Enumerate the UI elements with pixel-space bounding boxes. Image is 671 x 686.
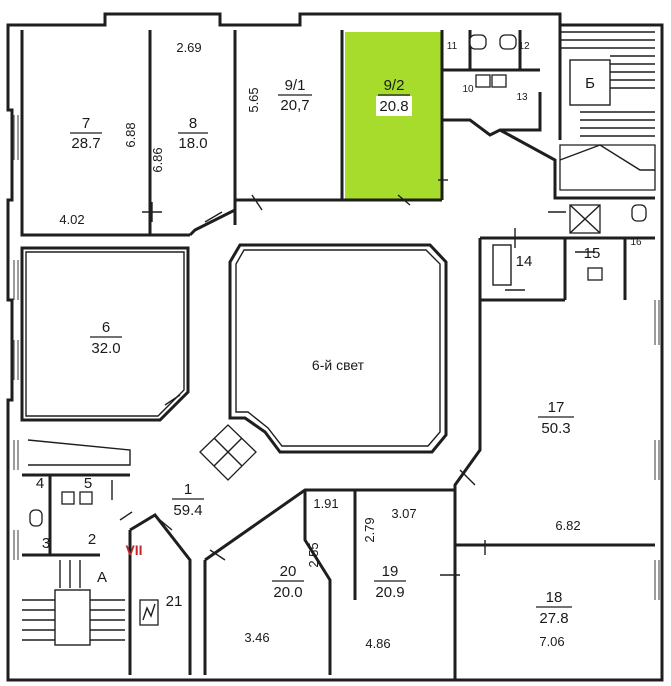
room-19-area: 20.9 [375, 584, 404, 601]
dim-2-79: 2.79 [362, 517, 377, 542]
room-9-2-area: 20.8 [379, 98, 408, 115]
room-1-number: 1 [184, 481, 192, 498]
room-12-label: 12 [518, 41, 530, 52]
walls-bottom-left [22, 473, 130, 557]
walls-bottom [128, 488, 455, 675]
room-6-number: 6 [102, 319, 110, 336]
stair-b-label: Б [585, 75, 595, 92]
atrium-wall [228, 243, 448, 454]
room-4-label: 4 [36, 475, 44, 492]
room-16-label: 16 [630, 237, 642, 248]
room-14-label: 14 [516, 253, 533, 270]
dim-2-55: 2.55 [306, 542, 321, 567]
dim-2-69: 2.69 [176, 40, 201, 55]
walls-top-rooms [20, 25, 655, 237]
room-17-number: 17 [548, 399, 565, 416]
dim-5-65: 5.65 [246, 87, 261, 112]
door-marks [111, 179, 595, 576]
dim-1-91: 1.91 [313, 496, 338, 511]
room-15-label: 15 [584, 245, 601, 262]
room-19-number: 19 [382, 563, 399, 580]
dim-4-86: 4.86 [365, 636, 390, 651]
room-20-number: 20 [280, 563, 297, 580]
room-5-label: 5 [84, 475, 92, 492]
room-6-area: 32.0 [91, 340, 120, 357]
room-8-number: 8 [189, 115, 197, 132]
corridor-elevator [199, 424, 257, 481]
room-17-area: 50.3 [541, 420, 570, 437]
wc-fixtures [29, 34, 647, 527]
room-8-area: 18.0 [178, 135, 207, 152]
room-1-area: 59.4 [173, 502, 202, 519]
windows-right [654, 300, 660, 600]
elevator-box [569, 204, 601, 234]
stair-b [559, 31, 656, 191]
dim-6-82: 6.82 [555, 518, 580, 533]
room-18-number: 18 [546, 589, 563, 606]
section-vii-label: VII [125, 542, 142, 558]
room-10-label: 10 [462, 84, 474, 95]
room-21-label: 21 [166, 593, 183, 610]
room-7-area: 28.7 [71, 135, 100, 152]
room-14-fixture [492, 244, 512, 286]
room-7-number: 7 [82, 115, 90, 132]
windows-left [13, 115, 19, 560]
room-labels: 7 28.7 8 18.0 9/1 20,7 9/2 20.8 6 32.0 1… [70, 77, 574, 627]
dim-4-02: 4.02 [59, 212, 84, 227]
dim-6-88: 6.88 [123, 122, 138, 147]
stair-a-label: А [97, 569, 107, 586]
dim-3-07: 3.07 [391, 506, 416, 521]
outer-wall [6, 12, 664, 682]
room-9-2-number: 9/2 [384, 77, 405, 94]
small-room-labels: 11 12 10 13 14 15 16 4 5 3 2 21 [36, 41, 642, 610]
room-20-area: 20.0 [273, 584, 302, 601]
dim-7-06: 7.06 [539, 634, 564, 649]
stair-a [22, 560, 125, 646]
room-9-1-number: 9/1 [285, 77, 306, 94]
room-3-label: 3 [42, 535, 50, 552]
walls-14-16 [478, 236, 655, 302]
walls-right [453, 300, 655, 680]
room-9-1-area: 20,7 [280, 97, 309, 114]
dim-6-86: 6.86 [150, 147, 165, 172]
atrium-label: 6-й свет [312, 357, 365, 373]
room-6-wall [20, 246, 190, 422]
room-11-label: 11 [447, 41, 458, 52]
room-2-label: 2 [88, 531, 96, 548]
room-13-label: 13 [516, 92, 528, 103]
room-18-area: 27.8 [539, 610, 568, 627]
dim-3-46: 3.46 [244, 630, 269, 645]
dimension-labels: 2.69 5.65 6.88 6.86 4.02 1.91 2.55 2.79 … [59, 40, 580, 651]
